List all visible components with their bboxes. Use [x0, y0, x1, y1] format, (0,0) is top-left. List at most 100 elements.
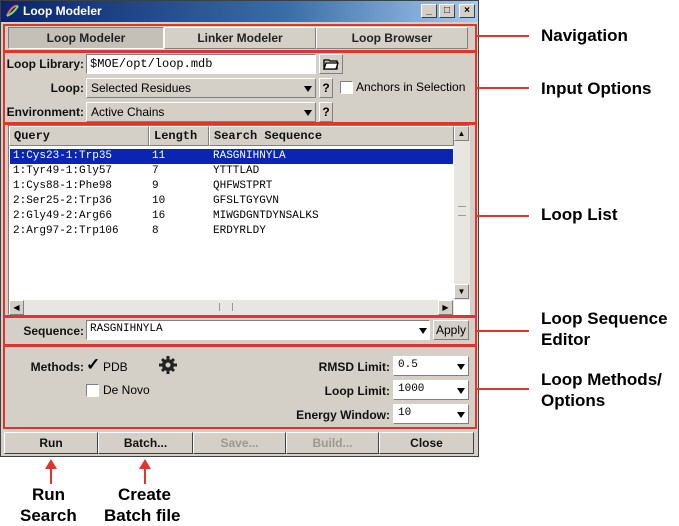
table-cell-length: 9: [152, 180, 159, 192]
chevron-down-icon: [457, 412, 465, 418]
tab-loop-modeler[interactable]: Loop Modeler: [8, 27, 164, 49]
close-window-button[interactable]: ×: [459, 4, 475, 18]
callout-loop-list: Loop List: [541, 205, 618, 224]
run-arrow-head: [45, 459, 57, 469]
table-cell-query: 2:Ser25-2:Trp36: [13, 195, 113, 207]
callout-seq-editor-line2: Editor: [541, 330, 591, 349]
column-header-search-sequence[interactable]: Search Sequence: [209, 126, 454, 146]
batch-arrow-head: [139, 459, 151, 469]
de-novo-checkbox[interactable]: [86, 384, 99, 397]
apply-button[interactable]: Apply: [433, 320, 469, 340]
table-cell-seq: MIWGDGNTDYNSALKS: [213, 210, 319, 222]
navigation-connector: [477, 35, 529, 37]
maximize-button[interactable]: □: [439, 4, 455, 18]
scroll-up-arrow-icon[interactable]: ▲: [454, 126, 469, 141]
run-arrow-shaft: [50, 468, 52, 484]
table-cell-query: 1:Cys88-1:Phe98: [13, 180, 113, 192]
column-header-length[interactable]: Length: [149, 126, 209, 146]
table-cell-seq: RASGNIHNYLA: [213, 150, 286, 162]
environment-select-value: Active Chains: [91, 105, 165, 119]
sequence-editor-connector: [477, 330, 529, 332]
window-title: Loop Modeler: [23, 4, 102, 18]
chevron-down-icon: [419, 328, 427, 334]
sequence-input[interactable]: RASGNIHNYLA: [86, 320, 430, 340]
close-button[interactable]: Close: [379, 432, 474, 454]
sequence-label: Sequence:: [23, 324, 84, 338]
chevron-down-icon: [457, 364, 465, 370]
callout-methods-line2: Options: [541, 391, 606, 410]
callout-seq-editor-line1: Loop Sequence: [541, 309, 668, 328]
callout-batch-line2: Batch file: [104, 506, 181, 525]
anchors-label: Anchors in Selection: [356, 80, 466, 94]
loop-help-button[interactable]: ?: [319, 78, 333, 98]
loop-limit-label: Loop Limit:: [324, 384, 390, 398]
table-cell-length: 7: [152, 165, 159, 177]
rmsd-limit-select[interactable]: 0.5: [393, 356, 469, 376]
callout-input-options: Input Options: [541, 79, 652, 98]
minimize-button[interactable]: _: [421, 4, 437, 18]
callout-methods-line1: Loop Methods/: [541, 370, 662, 389]
loop-select-value: Selected Residues: [91, 81, 192, 95]
title-bar[interactable]: Loop Modeler _ □ ×: [1, 1, 478, 22]
table-cell-seq: QHFWSTPRT: [213, 180, 273, 192]
scroll-left-arrow-icon[interactable]: ◀: [9, 300, 24, 315]
run-button[interactable]: Run: [4, 432, 98, 454]
save-button[interactable]: Save...: [193, 432, 286, 454]
scroll-right-arrow-icon[interactable]: ▶: [438, 300, 453, 315]
navigation-frame: [3, 24, 477, 52]
table-row[interactable]: 1:Cys88-1:Phe98 9 QHFWSTPRT: [10, 179, 453, 194]
table-cell-query: 2:Arg97-2:Trp106: [13, 225, 119, 237]
table-cell-query: 1:Tyr49-1:Gly57: [13, 165, 113, 177]
tab-loop-browser[interactable]: Loop Browser: [316, 27, 468, 49]
moe-app-icon: [6, 4, 19, 17]
loop-limit-value: 1000: [398, 383, 425, 395]
loop-list-frame: [3, 123, 477, 317]
scroll-grip: [458, 206, 466, 216]
batch-arrow-shaft: [144, 468, 146, 484]
de-novo-label: De Novo: [103, 383, 150, 397]
sequence-editor-frame: [3, 316, 477, 346]
build-button[interactable]: Build...: [286, 432, 379, 454]
sequence-value: RASGNIHNYLA: [90, 323, 163, 335]
vertical-scrollbar[interactable]: ▲ ▼: [454, 126, 470, 300]
pdb-checkbox[interactable]: ✓: [86, 355, 101, 374]
table-cell-query: 2:Gly49-2:Arg66: [13, 210, 113, 222]
table-cell-seq: GFSLTGYGVN: [213, 195, 280, 207]
environment-help-button[interactable]: ?: [319, 102, 333, 122]
table-cell-length: 11: [152, 150, 166, 162]
tab-linker-modeler[interactable]: Linker Modeler: [164, 27, 316, 49]
chevron-down-icon: [304, 86, 312, 92]
rmsd-limit-label: RMSD Limit:: [318, 360, 390, 374]
loop-list-connector: [477, 215, 529, 217]
input-options-connector: [477, 87, 529, 89]
callout-navigation: Navigation: [541, 26, 628, 45]
environment-label: Environment:: [6, 105, 84, 119]
pdb-label: PDB: [103, 360, 128, 374]
loop-list[interactable]: Query Length Search Sequence ▲ ▼ ◀ ▶ 1:C…: [8, 125, 470, 315]
environment-select[interactable]: Active Chains: [86, 102, 316, 122]
loop-library-input[interactable]: $MOE/opt/loop.mdb: [86, 54, 316, 74]
input-options-frame: [3, 51, 477, 124]
horizontal-scrollbar[interactable]: ◀ ▶: [9, 300, 454, 315]
chevron-down-icon: [304, 110, 312, 116]
loop-library-label: Loop Library:: [6, 57, 84, 71]
anchors-checkbox[interactable]: [340, 81, 353, 94]
energy-window-select[interactable]: 10: [393, 404, 469, 424]
gear-icon[interactable]: [158, 355, 178, 375]
column-header-query[interactable]: Query: [9, 126, 149, 146]
chevron-down-icon: [457, 388, 465, 394]
loop-select[interactable]: Selected Residues: [86, 78, 316, 98]
browse-folder-button[interactable]: [319, 54, 343, 74]
energy-window-label: Energy Window:: [296, 408, 390, 422]
batch-button[interactable]: Batch...: [98, 432, 193, 454]
methods-frame: [3, 345, 477, 429]
callout-run-line1: Run: [32, 485, 66, 504]
scroll-down-arrow-icon[interactable]: ▼: [454, 284, 469, 299]
scroll-grip: [219, 303, 233, 311]
loop-limit-select[interactable]: 1000: [393, 380, 469, 400]
